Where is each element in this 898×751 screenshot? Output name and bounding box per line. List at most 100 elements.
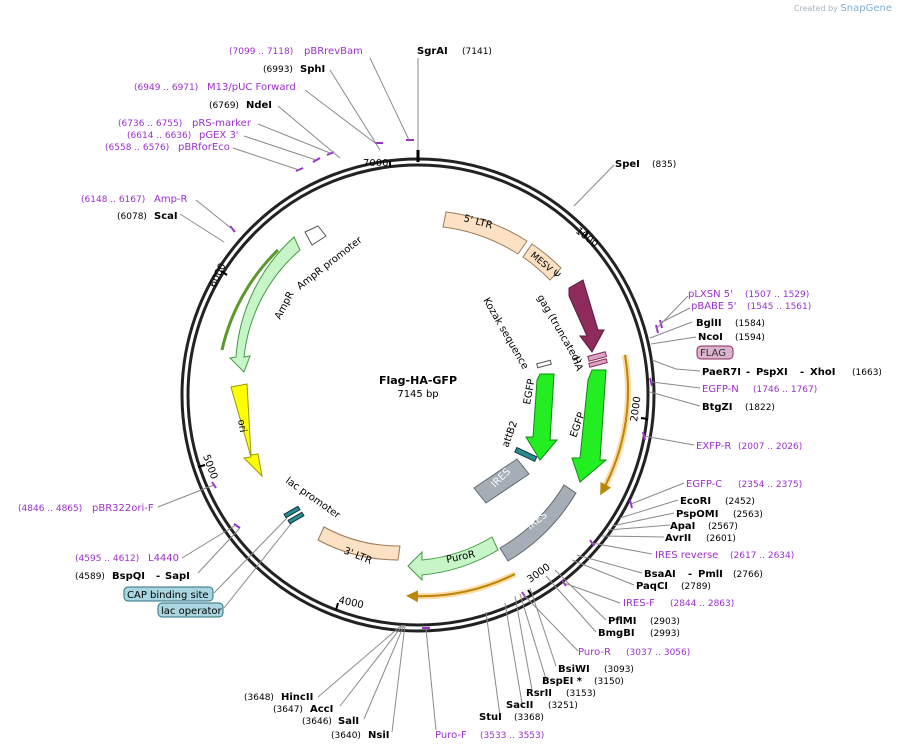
site-puror-primer-name[interactable]: Puro-R <box>578 647 611 658</box>
site-sphi-name[interactable]: SphI <box>300 64 325 75</box>
site-sali-name[interactable]: SalI <box>338 716 359 727</box>
leader-xhoi <box>651 359 701 372</box>
feature-kozak[interactable] <box>536 359 552 369</box>
site-pflmi-pos: (2903) <box>650 617 680 627</box>
feature-puror[interactable] <box>407 536 499 582</box>
site-bmgbi-name[interactable]: BmgBI <box>598 628 635 639</box>
feature-flag[interactable] <box>588 358 608 368</box>
feature-lac-operator[interactable] <box>287 511 305 525</box>
site-pspxi-name[interactable]: PspXI <box>756 367 788 378</box>
site-pbrrevbam-name[interactable]: pBRrevBam <box>304 46 363 57</box>
site-pspomi-name[interactable]: PspOMI <box>676 509 718 520</box>
orf-puro <box>406 573 516 603</box>
site-pbr322-name[interactable]: pBR322ori-F <box>92 503 154 514</box>
leader-pflmi <box>554 569 607 621</box>
leader-l4440 <box>181 524 237 559</box>
site-pflmi-name[interactable]: PflMI <box>608 616 636 627</box>
feature-mesv-psi[interactable] <box>522 243 562 281</box>
leader-lacop <box>223 519 295 609</box>
feature-ampr[interactable] <box>228 236 301 373</box>
feature-ori[interactable] <box>230 383 263 478</box>
site-exfpr-pos: (2007 .. 2026) <box>738 442 802 452</box>
feature-ampr-promoter[interactable] <box>304 225 327 246</box>
site-bglii-name[interactable]: BglII <box>696 318 722 329</box>
site-sapi-name[interactable]: SapI <box>165 571 190 582</box>
site-bsaai-name[interactable]: BsaAI <box>644 569 676 580</box>
site-bsiwi-name[interactable]: BsiWI <box>558 664 590 675</box>
site-ampr-primer-name[interactable]: Amp-R <box>154 194 188 205</box>
leader-paqci <box>571 559 635 586</box>
site-ncoi-name[interactable]: NcoI <box>698 332 723 343</box>
feature-3-ltr[interactable] <box>317 526 401 561</box>
site-purof-pos: (3533 .. 3553) <box>480 731 544 741</box>
site-m13-name[interactable]: M13/pUC Forward <box>207 82 296 93</box>
site-spei-name[interactable]: SpeI <box>615 159 640 170</box>
site-spei-pos: (835) <box>652 160 676 170</box>
feature-label-ori: ori <box>235 419 248 434</box>
site-hincii-name[interactable]: HincII <box>281 692 313 703</box>
site-paqci-name[interactable]: PaqCI <box>636 581 668 592</box>
feature-label-ha: HA <box>569 355 584 372</box>
site-egfpn-name[interactable]: EGFP-N <box>702 384 739 395</box>
site-sgrai-name[interactable]: SgrAI <box>417 46 448 57</box>
tick-marks <box>197 161 649 611</box>
site-apai-name[interactable]: ApaI <box>670 521 695 532</box>
site-prs-name[interactable]: pRS-marker <box>192 118 252 129</box>
site-sep-1: - <box>746 367 750 378</box>
feature-egfp-outer[interactable] <box>571 369 608 483</box>
site-ndei-name[interactable]: NdeI <box>246 100 272 111</box>
site-pbrforeco-name[interactable]: pBRforEco <box>178 142 230 153</box>
feature-ires-inner[interactable] <box>473 458 530 504</box>
site-pmli-name[interactable]: PmlI <box>698 569 723 580</box>
site-ecori-name[interactable]: EcoRI <box>680 496 711 507</box>
site-btgzi-name[interactable]: BtgZI <box>702 402 733 413</box>
plasmid-size: 7145 bp <box>397 389 438 400</box>
site-exfpr-name[interactable]: EXFP-R <box>696 441 731 452</box>
feature-egfp-inner[interactable] <box>525 373 559 461</box>
site-avrii-name[interactable]: AvrII <box>665 533 691 544</box>
leader-pgex <box>243 135 317 161</box>
site-flag-name[interactable]: FLAG <box>700 348 726 359</box>
feature-ires-outer[interactable] <box>499 484 577 562</box>
site-iresrev-name[interactable]: IRES reverse <box>655 550 718 561</box>
feature-gag-truncated[interactable] <box>568 279 605 353</box>
site-stui-name[interactable]: StuI <box>479 712 502 723</box>
site-egfpc-name[interactable]: EGFP-C <box>686 479 722 490</box>
plasmid-name: Flag-HA-GFP <box>379 374 457 387</box>
leader-prs <box>257 123 331 154</box>
leader-spei <box>573 164 615 207</box>
tick-label-7000: 7000 <box>363 158 388 169</box>
feature-5-ltr[interactable] <box>442 211 528 255</box>
site-acci-name[interactable]: AccI <box>310 704 333 715</box>
feature-attb2[interactable] <box>514 446 538 463</box>
site-lacop-name[interactable]: lac operator <box>161 606 222 617</box>
site-bspei-name[interactable]: BspEI * <box>542 676 583 687</box>
site-iresrev-pos: (2617 .. 2634) <box>730 551 794 561</box>
site-l4440-name[interactable]: L4440 <box>148 553 179 564</box>
site-cap-name[interactable]: CAP binding site <box>127 590 209 601</box>
site-plxsn-name[interactable]: pLXSN 5' <box>688 289 733 300</box>
leader-pbrrevbam <box>369 57 410 141</box>
site-nsii-name[interactable]: NsiI <box>368 730 389 741</box>
feature-ha[interactable] <box>587 351 608 362</box>
feature-ampr-band <box>220 248 280 351</box>
site-ampr-primer-pos: (6148 .. 6167) <box>81 195 145 205</box>
site-pgex-pos: (6614 .. 6636) <box>127 131 191 141</box>
site-bspqi-name[interactable]: BspQI <box>112 571 145 582</box>
leader-pspomi <box>611 512 675 527</box>
site-paer7i-name[interactable]: PaeR7I <box>702 367 741 378</box>
site-pgex-name[interactable]: pGEX 3' <box>199 130 239 141</box>
site-scai-name[interactable]: ScaI <box>154 211 178 222</box>
site-sacii-name[interactable]: SacII <box>506 700 533 711</box>
lac-operator-box <box>157 602 224 618</box>
site-pbabe-name[interactable]: pBABE 5' <box>691 301 737 312</box>
site-puror-primer-pos: (3037 .. 3056) <box>626 648 690 658</box>
site-rsrii-name[interactable]: RsrII <box>526 688 552 699</box>
feature-cap-site[interactable] <box>283 505 301 519</box>
site-purof-name[interactable]: Puro-F <box>435 730 467 741</box>
leader-sacii <box>504 602 523 704</box>
leader-egfpc <box>630 482 685 505</box>
site-paqci-pos: (2789) <box>681 582 711 592</box>
site-iresf-name[interactable]: IRES-F <box>623 598 655 609</box>
site-xhoi-name[interactable]: XhoI <box>810 367 835 378</box>
